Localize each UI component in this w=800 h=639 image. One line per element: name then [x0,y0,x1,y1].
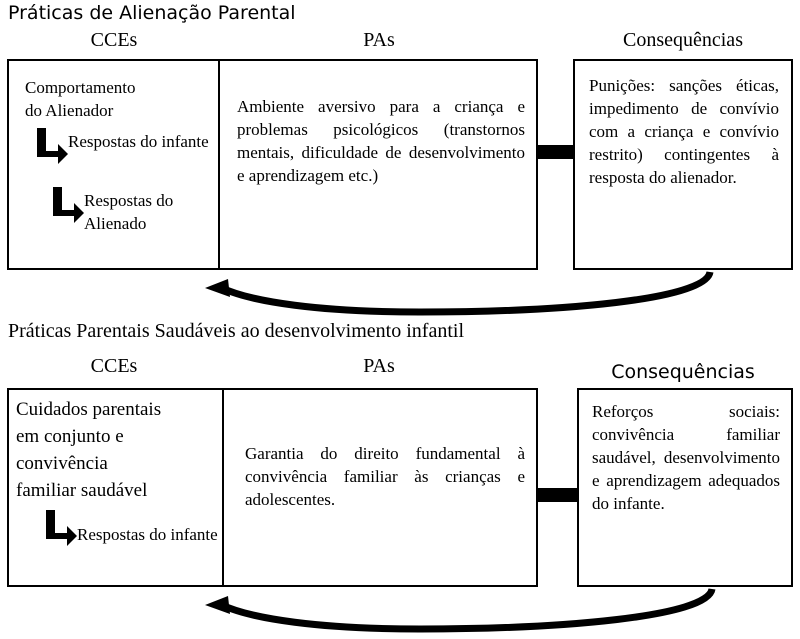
top-connector-bar [537,145,575,159]
top-header-pas: PAs [363,29,395,51]
bottom-consequencias-text: Reforços sociais: convivência familiar s… [592,402,780,513]
top-box-divider [218,59,220,270]
bottom-consequencias-box [577,388,793,587]
top-section-title: Práticas de Alienação Parental [8,2,296,24]
bottom-section-title: Práticas Parentais Saudáveis ao desenvol… [8,320,464,342]
top-cces-heading-line1: Comportamento [25,78,136,97]
top-cces-heading-line2: do Alienador [25,101,114,120]
top-pas-text: Ambiente aversivo para a criança e probl… [237,97,525,185]
elbow-arrow-icon [37,128,68,164]
bottom-pas-text: Garantia do direito fundamental à conviv… [245,444,525,509]
bottom-cces-heading-line4: familiar saudável [16,480,148,501]
top-consequencias-text: Punições: sanções éticas, impedimento de… [589,76,779,187]
top-consequencias-box [573,59,793,270]
bottom-box-divider [222,388,224,587]
bottom-cces-pas-box [7,388,538,587]
elbow-arrow-icon [46,510,77,546]
bottom-cces-heading: Cuidados parentais em conjunto e convivê… [16,396,216,504]
elbow-arrow-icon [53,187,84,223]
bottom-cces-heading-line1: Cuidados parentais [16,399,162,420]
top-header-cces: CCEs [90,29,138,51]
bottom-header-cces: CCEs [90,355,138,377]
bottom-header-pas: PAs [363,355,395,377]
bottom-cces-step-1: Respostas do infante [77,525,218,544]
top-header-consequencias: Consequências [623,29,743,51]
bottom-cces-heading-line3: convivência [16,453,108,474]
top-cces-heading: Comportamento do Alienador [25,76,210,122]
top-cces-pas-box [7,59,538,270]
top-cces-step-1: Respostas do infante [68,132,209,151]
bottom-cces-heading-line2: em conjunto e [16,426,124,447]
top-cces-step-2: Respostas do Alienado [84,191,174,233]
bottom-connector-bar [537,488,579,502]
bottom-header-consequencias: Consequências [611,361,755,383]
